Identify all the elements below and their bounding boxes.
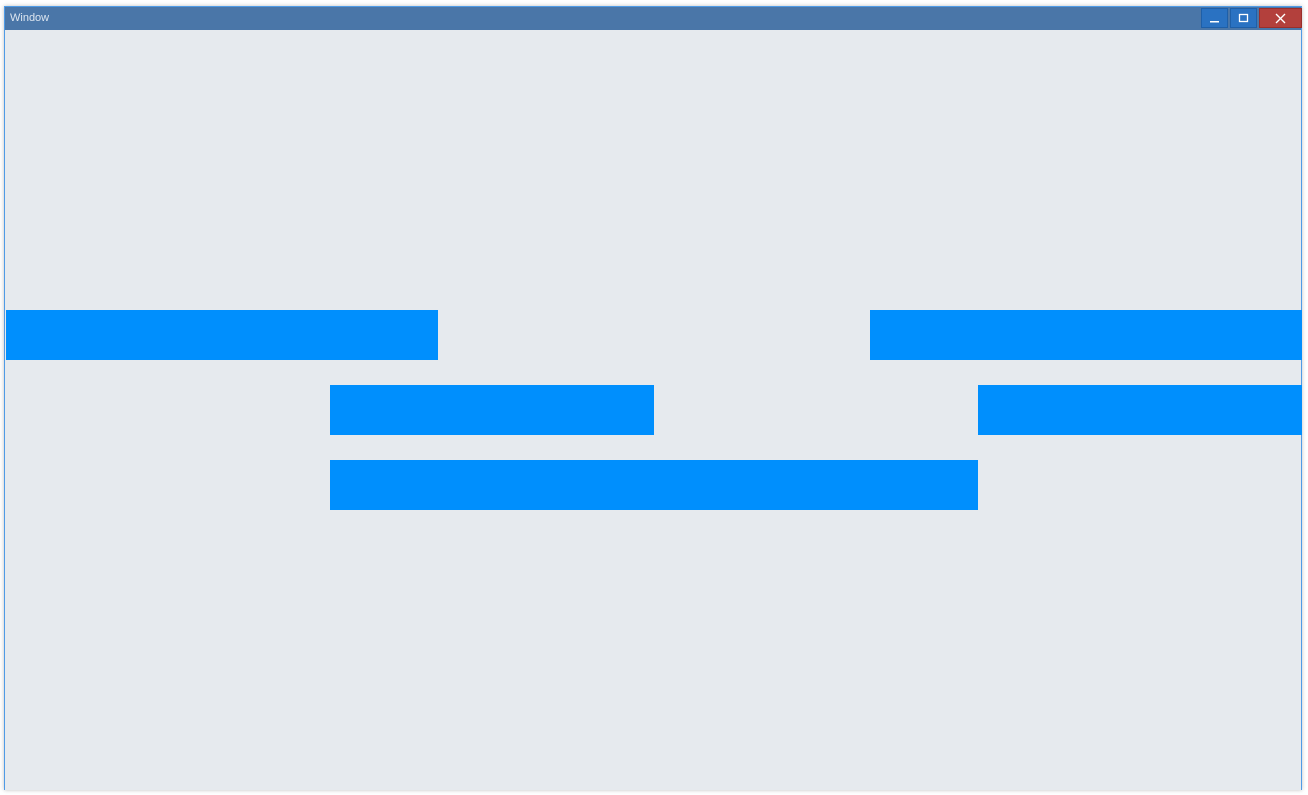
blue-bar-2 [870, 310, 1302, 360]
close-icon [1275, 13, 1286, 23]
close-button[interactable] [1259, 8, 1302, 28]
app-window: Window [4, 6, 1302, 790]
client-area [5, 30, 1302, 790]
title-bar[interactable]: Window [5, 7, 1302, 30]
maximize-icon [1238, 13, 1249, 22]
blue-bar-3 [330, 385, 654, 435]
minimize-icon [1210, 20, 1219, 22]
maximize-button[interactable] [1230, 8, 1257, 28]
blue-bar-5 [330, 460, 978, 510]
minimize-button[interactable] [1201, 8, 1228, 28]
blue-bar-1 [6, 310, 438, 360]
blue-bar-4 [978, 385, 1302, 435]
window-title: Window [10, 12, 50, 24]
